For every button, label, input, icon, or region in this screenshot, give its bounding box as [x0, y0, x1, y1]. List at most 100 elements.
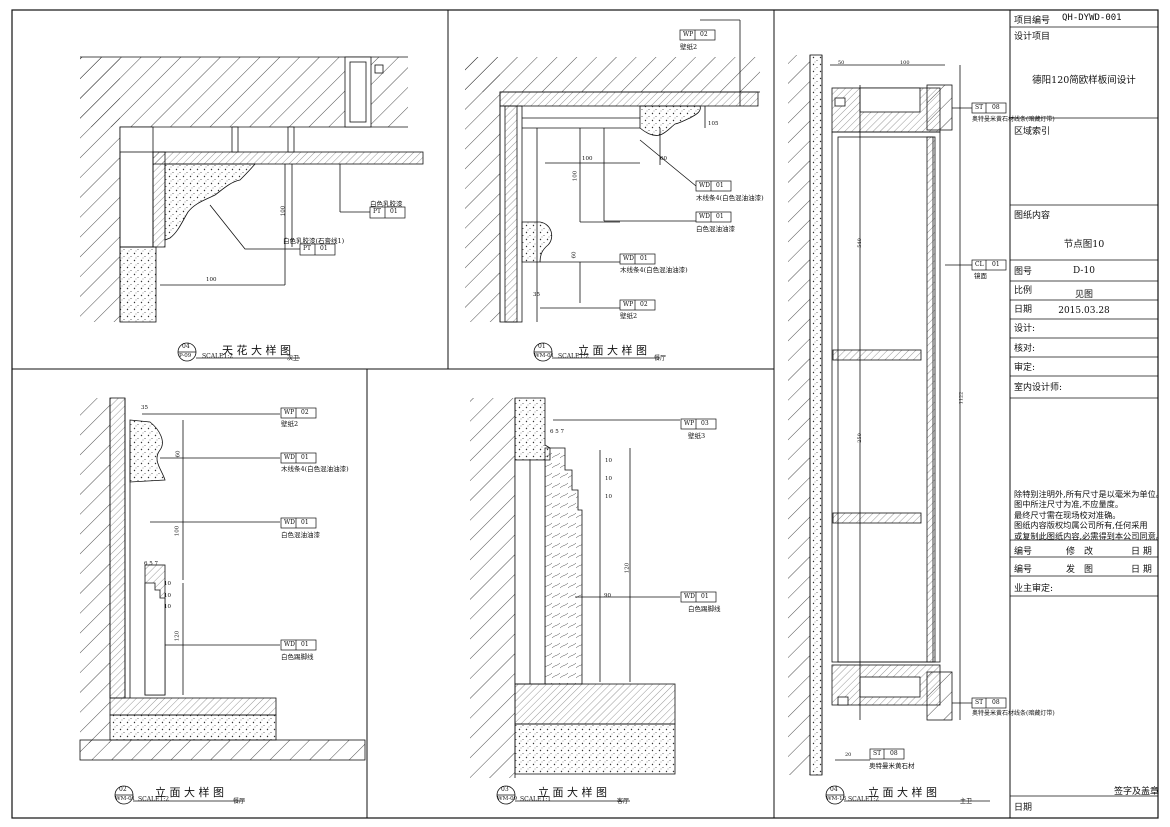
- date-label: 日期: [1014, 305, 1033, 315]
- dimension: 100: [206, 277, 217, 283]
- dimension: 120: [174, 630, 181, 642]
- dimension: 120: [624, 562, 631, 574]
- drawing-no: D-10: [1073, 266, 1095, 276]
- detail-1-room: 次卫: [287, 355, 300, 362]
- tag-code: ST: [873, 750, 882, 757]
- detail-4-title: 立 面 大 样 图: [538, 786, 607, 799]
- dimension: 60: [660, 156, 667, 162]
- tag-num: 02: [301, 409, 309, 416]
- tag-code: WP: [623, 301, 634, 308]
- date-value: 2015.03.28: [1058, 306, 1110, 316]
- tag-num: 01: [390, 208, 398, 215]
- tag-desc: 白色乳胶漆: [370, 200, 403, 208]
- note-line: 或复制此图纸内容,必需得到本公司同意。: [1014, 530, 1164, 541]
- tags-d5: [869, 102, 1007, 760]
- tag-code: WD: [284, 454, 295, 461]
- issue-label: 发 图: [1066, 565, 1094, 575]
- detail-4-scale: SCALE1:1: [520, 796, 552, 803]
- concrete-wall: [80, 57, 120, 322]
- dimension: 100: [572, 170, 579, 182]
- tag-num: 03: [701, 420, 709, 427]
- rev-date-label: 日 期: [1131, 547, 1152, 557]
- detail-2-num: 01: [538, 343, 546, 350]
- dimension: 1122: [958, 391, 965, 405]
- notes: 除特别注明外,所有尺寸是以毫米为单位。 图中所注尺寸为准,不应量度。 最终尺寸需…: [1014, 489, 1164, 541]
- detail-title-markers: [114, 342, 990, 805]
- tags-d3: [280, 407, 317, 651]
- dimension: 60: [571, 251, 578, 259]
- note-line: 图中所注尺寸为准,不应量度。: [1014, 499, 1124, 510]
- tag-code: WP: [284, 409, 295, 416]
- dimension: 540: [856, 238, 863, 248]
- detail-5-ref: WM-13: [826, 796, 847, 802]
- tag-num: 01: [716, 213, 724, 220]
- detail-1-num: 04: [182, 343, 190, 350]
- dimension: 100: [174, 525, 181, 537]
- detail-2-scale: SCALE1:2: [558, 353, 590, 360]
- note-line: 图纸内容版权均属公司所有,任何采用: [1014, 520, 1148, 531]
- project-no: QH-DYWD-001: [1062, 13, 1122, 23]
- tag-num: 08: [992, 699, 1000, 706]
- dimension: 10: [164, 593, 171, 599]
- tag-num: 01: [301, 519, 309, 526]
- design-project: 德阳120简欧样板间设计: [1032, 75, 1136, 86]
- dimension: 100: [582, 156, 593, 162]
- drawing-no-label: 图号: [1014, 267, 1033, 277]
- tag-desc: 白色乳胶漆(石膏线1): [283, 237, 345, 245]
- check-label: 核对:: [1014, 344, 1036, 354]
- tag-num: 02: [640, 301, 648, 308]
- tag-num: 01: [992, 261, 1000, 268]
- tag-code: WD: [699, 213, 710, 220]
- tag-code: WD: [623, 255, 634, 262]
- detail-5-scale: SCALE1:2: [848, 796, 880, 803]
- owner-label: 业主审定:: [1014, 584, 1054, 594]
- tag-desc: 镜面: [974, 272, 987, 280]
- detail-ceiling: [80, 56, 424, 323]
- tag-desc: 奥特曼米黄石材线条(暗藏灯带): [972, 710, 1055, 717]
- area-index-label: 区域索引: [1014, 127, 1051, 137]
- tag-desc: 奥特曼米黄石材线条(暗藏灯带): [972, 116, 1055, 123]
- tag-desc: 壁纸3: [688, 432, 706, 440]
- tag-d1-pt-b: [299, 243, 336, 256]
- detail-2-title: 立 面 大 样 图: [578, 344, 647, 357]
- detail-2-ref: WM-01: [534, 353, 555, 359]
- detail-elevation-01: [465, 19, 760, 323]
- tag-code: CL: [975, 261, 984, 268]
- tag-num: 01: [301, 454, 309, 461]
- tag-code: WD: [699, 182, 710, 189]
- dimension: 10: [605, 476, 612, 482]
- dimension: 105: [708, 121, 719, 127]
- tag-num: 08: [992, 104, 1000, 111]
- note-line: 除特别注明外,所有尺寸是以毫米为单位。: [1014, 489, 1164, 499]
- tag-code: ST: [975, 699, 984, 706]
- note-line: 最终尺寸需在现场校对准确。: [1014, 509, 1121, 520]
- detail-4-num: 03: [501, 786, 509, 793]
- dimension: 10: [605, 458, 612, 464]
- dimension: 35: [533, 292, 540, 298]
- tag-desc: 木线条4(白色混油油漆): [620, 266, 688, 274]
- tag-code: WD: [284, 641, 295, 648]
- detail-4-room: 客厅: [617, 798, 630, 805]
- tag-num: 01: [716, 182, 724, 189]
- tag-code: ST: [975, 104, 984, 111]
- tag-num: 02: [700, 31, 708, 38]
- designer-label: 室内设计师:: [1014, 383, 1063, 393]
- detail-3-title: 立 面 大 样 图: [155, 786, 224, 799]
- dimension: 20: [845, 752, 852, 758]
- tags-d4: [680, 418, 717, 603]
- tag-desc: 木线条4(白色混油油漆): [696, 194, 764, 202]
- detail-5-num: 04: [830, 786, 838, 793]
- dimension: 10: [164, 581, 171, 587]
- detail-3-ref: WM-01: [115, 796, 136, 802]
- tag-code: WD: [284, 519, 295, 526]
- detail-1-scale: SCALE1:2: [202, 353, 234, 360]
- dimension: 10: [164, 604, 171, 610]
- dimension: 100: [280, 205, 287, 217]
- tag-d1-pt-a: [369, 206, 406, 219]
- sign-date-label: 日期: [1014, 803, 1033, 813]
- detail-1-title: 天 花 大 样 图: [222, 344, 291, 357]
- drawing-content-label: 图纸内容: [1014, 211, 1051, 221]
- tag-num: 01: [701, 593, 709, 600]
- detail-1-ref: P-09: [179, 353, 192, 359]
- design-label: 设计:: [1014, 324, 1036, 334]
